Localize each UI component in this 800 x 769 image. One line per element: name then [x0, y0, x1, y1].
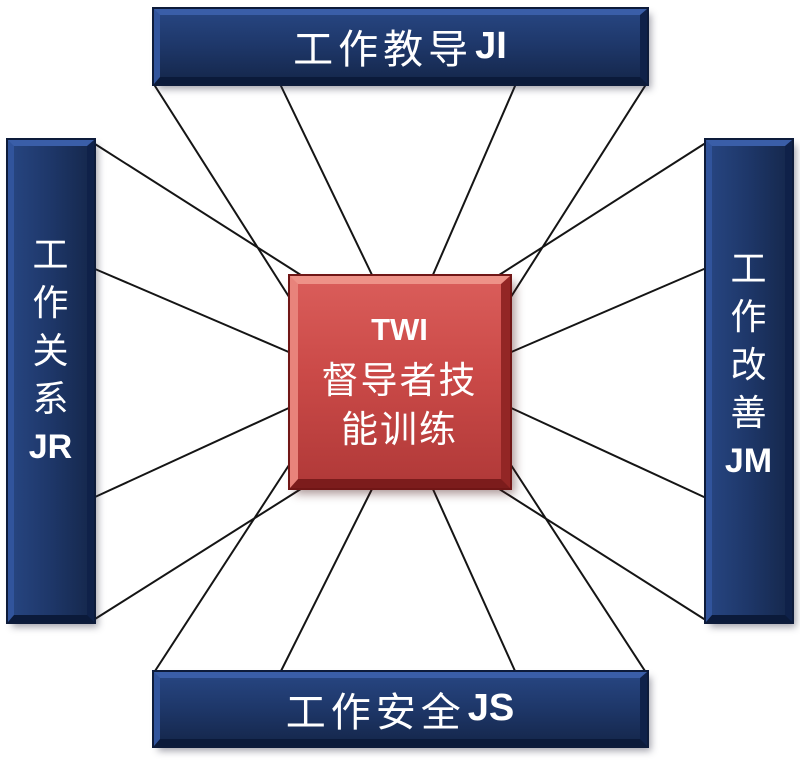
connector-line	[431, 486, 516, 672]
connector-line	[94, 486, 305, 620]
connector-line	[508, 461, 646, 672]
connector-line	[94, 268, 292, 354]
connector-line	[495, 486, 705, 620]
connector-line	[280, 486, 374, 672]
center-box-title: TWI	[371, 311, 428, 347]
left-bar-char: 工	[32, 233, 69, 275]
connector-line	[94, 143, 305, 278]
connector-line	[431, 85, 516, 278]
connector-line	[508, 268, 705, 354]
top-bar-label: 工作教导	[293, 28, 474, 72]
right-bar-char: 改	[730, 343, 767, 385]
connector-line	[154, 461, 292, 672]
connector-line	[508, 406, 705, 498]
center-box-subtitle-line2: 能训练	[341, 408, 458, 450]
bottom-bar-code: JS	[467, 687, 515, 729]
top-bar-code: JI	[475, 24, 507, 67]
center-box-twi: TWI 督导者技 能训练	[290, 276, 510, 488]
right-bar-char: 作	[730, 295, 767, 337]
left-bar-char: 作	[32, 281, 69, 323]
right-bar-job-methods: 工 作 改 善 JM	[706, 140, 792, 622]
connector-line	[154, 85, 292, 301]
center-box-subtitle-line1: 督导者技	[321, 359, 478, 401]
right-bar-code: JM	[724, 441, 773, 480]
connector-line	[508, 85, 646, 301]
left-bar-job-relations: 工 作 关 系 JR	[8, 140, 94, 622]
left-bar-text: 工 作 关 系 JR	[29, 231, 72, 471]
left-bar-char: 关	[32, 329, 69, 371]
connector-line	[495, 143, 705, 278]
right-bar-char: 工	[730, 247, 767, 289]
right-bar-char: 善	[730, 391, 767, 433]
bottom-bar-label: 工作安全	[285, 690, 466, 735]
right-bar-text: 工 作 改 善 JM	[725, 245, 772, 485]
left-bar-char: 系	[32, 377, 69, 419]
connector-line	[94, 406, 292, 498]
connector-line	[280, 85, 374, 278]
left-bar-code: JR	[28, 427, 73, 466]
